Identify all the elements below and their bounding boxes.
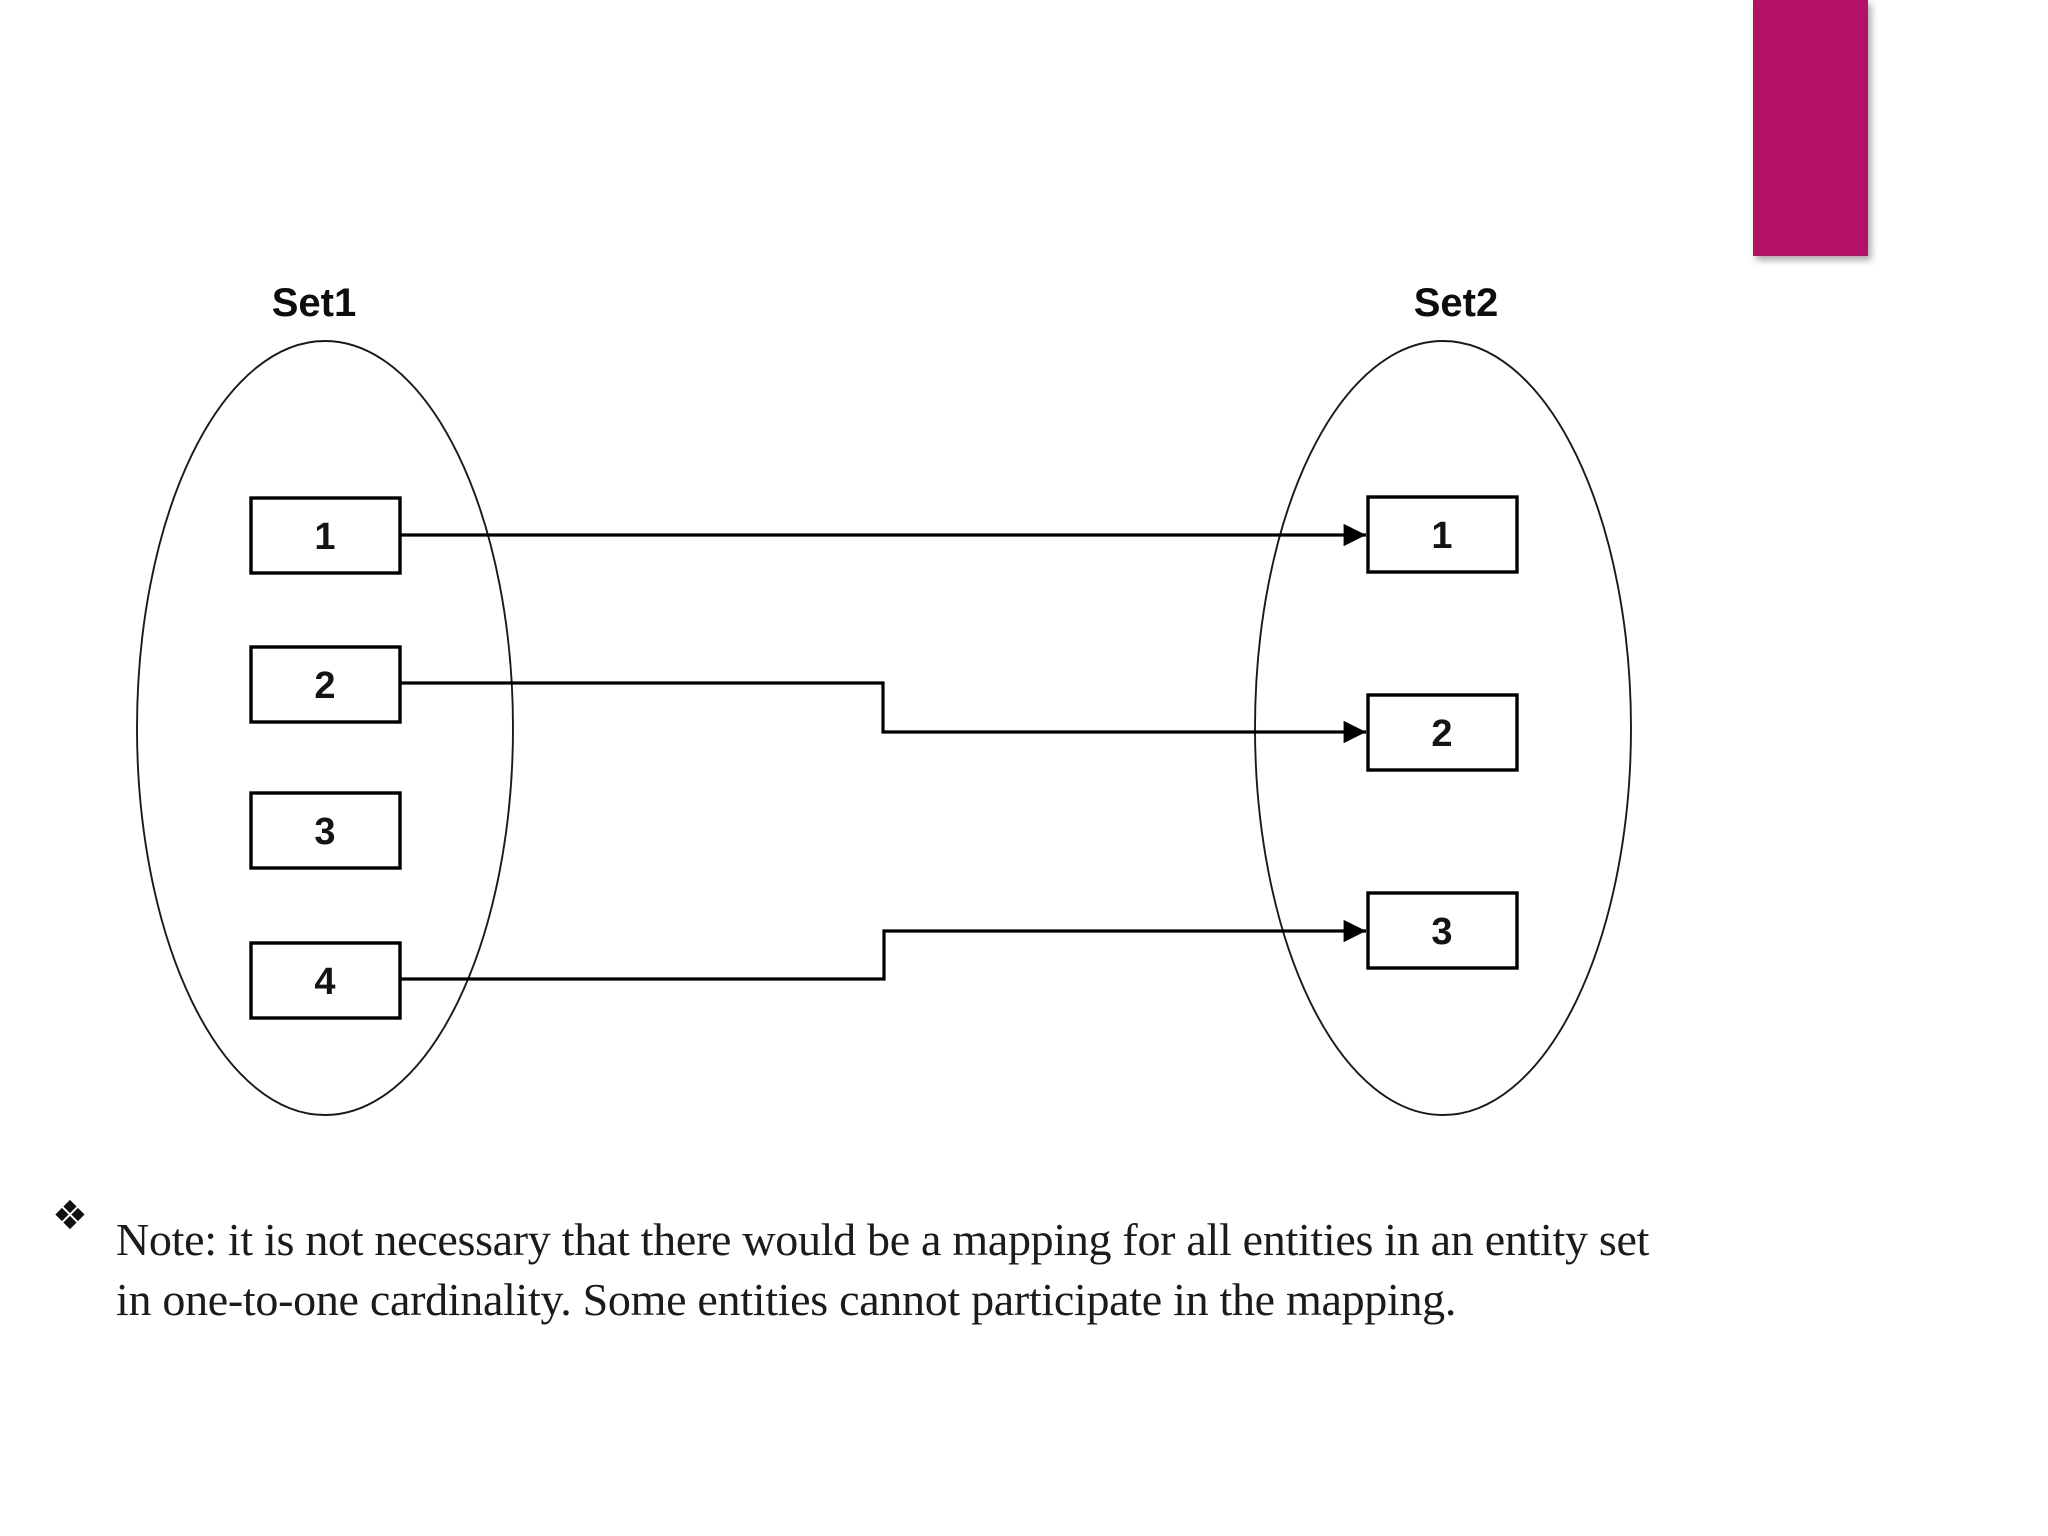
set2-entity-2-label: 2 [1431, 713, 1452, 755]
accent-bar [1753, 0, 1868, 256]
set2-entity-1-box [1366, 495, 1519, 574]
set2-entity-2-box [1366, 693, 1519, 772]
set2-entity-3-label: 3 [1431, 911, 1452, 953]
set2-ellipse [1254, 340, 1632, 1116]
set2-entity-1-label: 1 [1431, 515, 1452, 557]
set1-entity-2-box [249, 645, 402, 724]
set1-entity-3-label: 3 [314, 811, 335, 853]
note: Note: it is not necessary that there wou… [116, 1210, 1649, 1330]
set2-label: Set2 [1414, 281, 1499, 325]
diamond-bullet-icon: ❖ [52, 1193, 88, 1239]
arrow-set1-4-to-set2-3 [400, 919, 1366, 981]
set1-entity-3-box [249, 791, 402, 870]
set1-entity-4-box [249, 941, 402, 1020]
set1-entity-1-box [249, 496, 402, 575]
set1-entity-1-label: 1 [314, 516, 335, 558]
arrow-set1-2-to-set2-2 [400, 681, 1366, 744]
set1-ellipse [136, 340, 514, 1116]
set2-entity-3-box [1366, 891, 1519, 970]
note-line-1: Note: it is not necessary that there wou… [116, 1214, 1650, 1265]
note-line-2: in one-to-one cardinality. Some entities… [116, 1274, 1457, 1325]
set1-label: Set1 [272, 281, 357, 325]
set1-entity-4-label: 4 [314, 961, 335, 1003]
set1-entity-2-label: 2 [314, 665, 335, 707]
